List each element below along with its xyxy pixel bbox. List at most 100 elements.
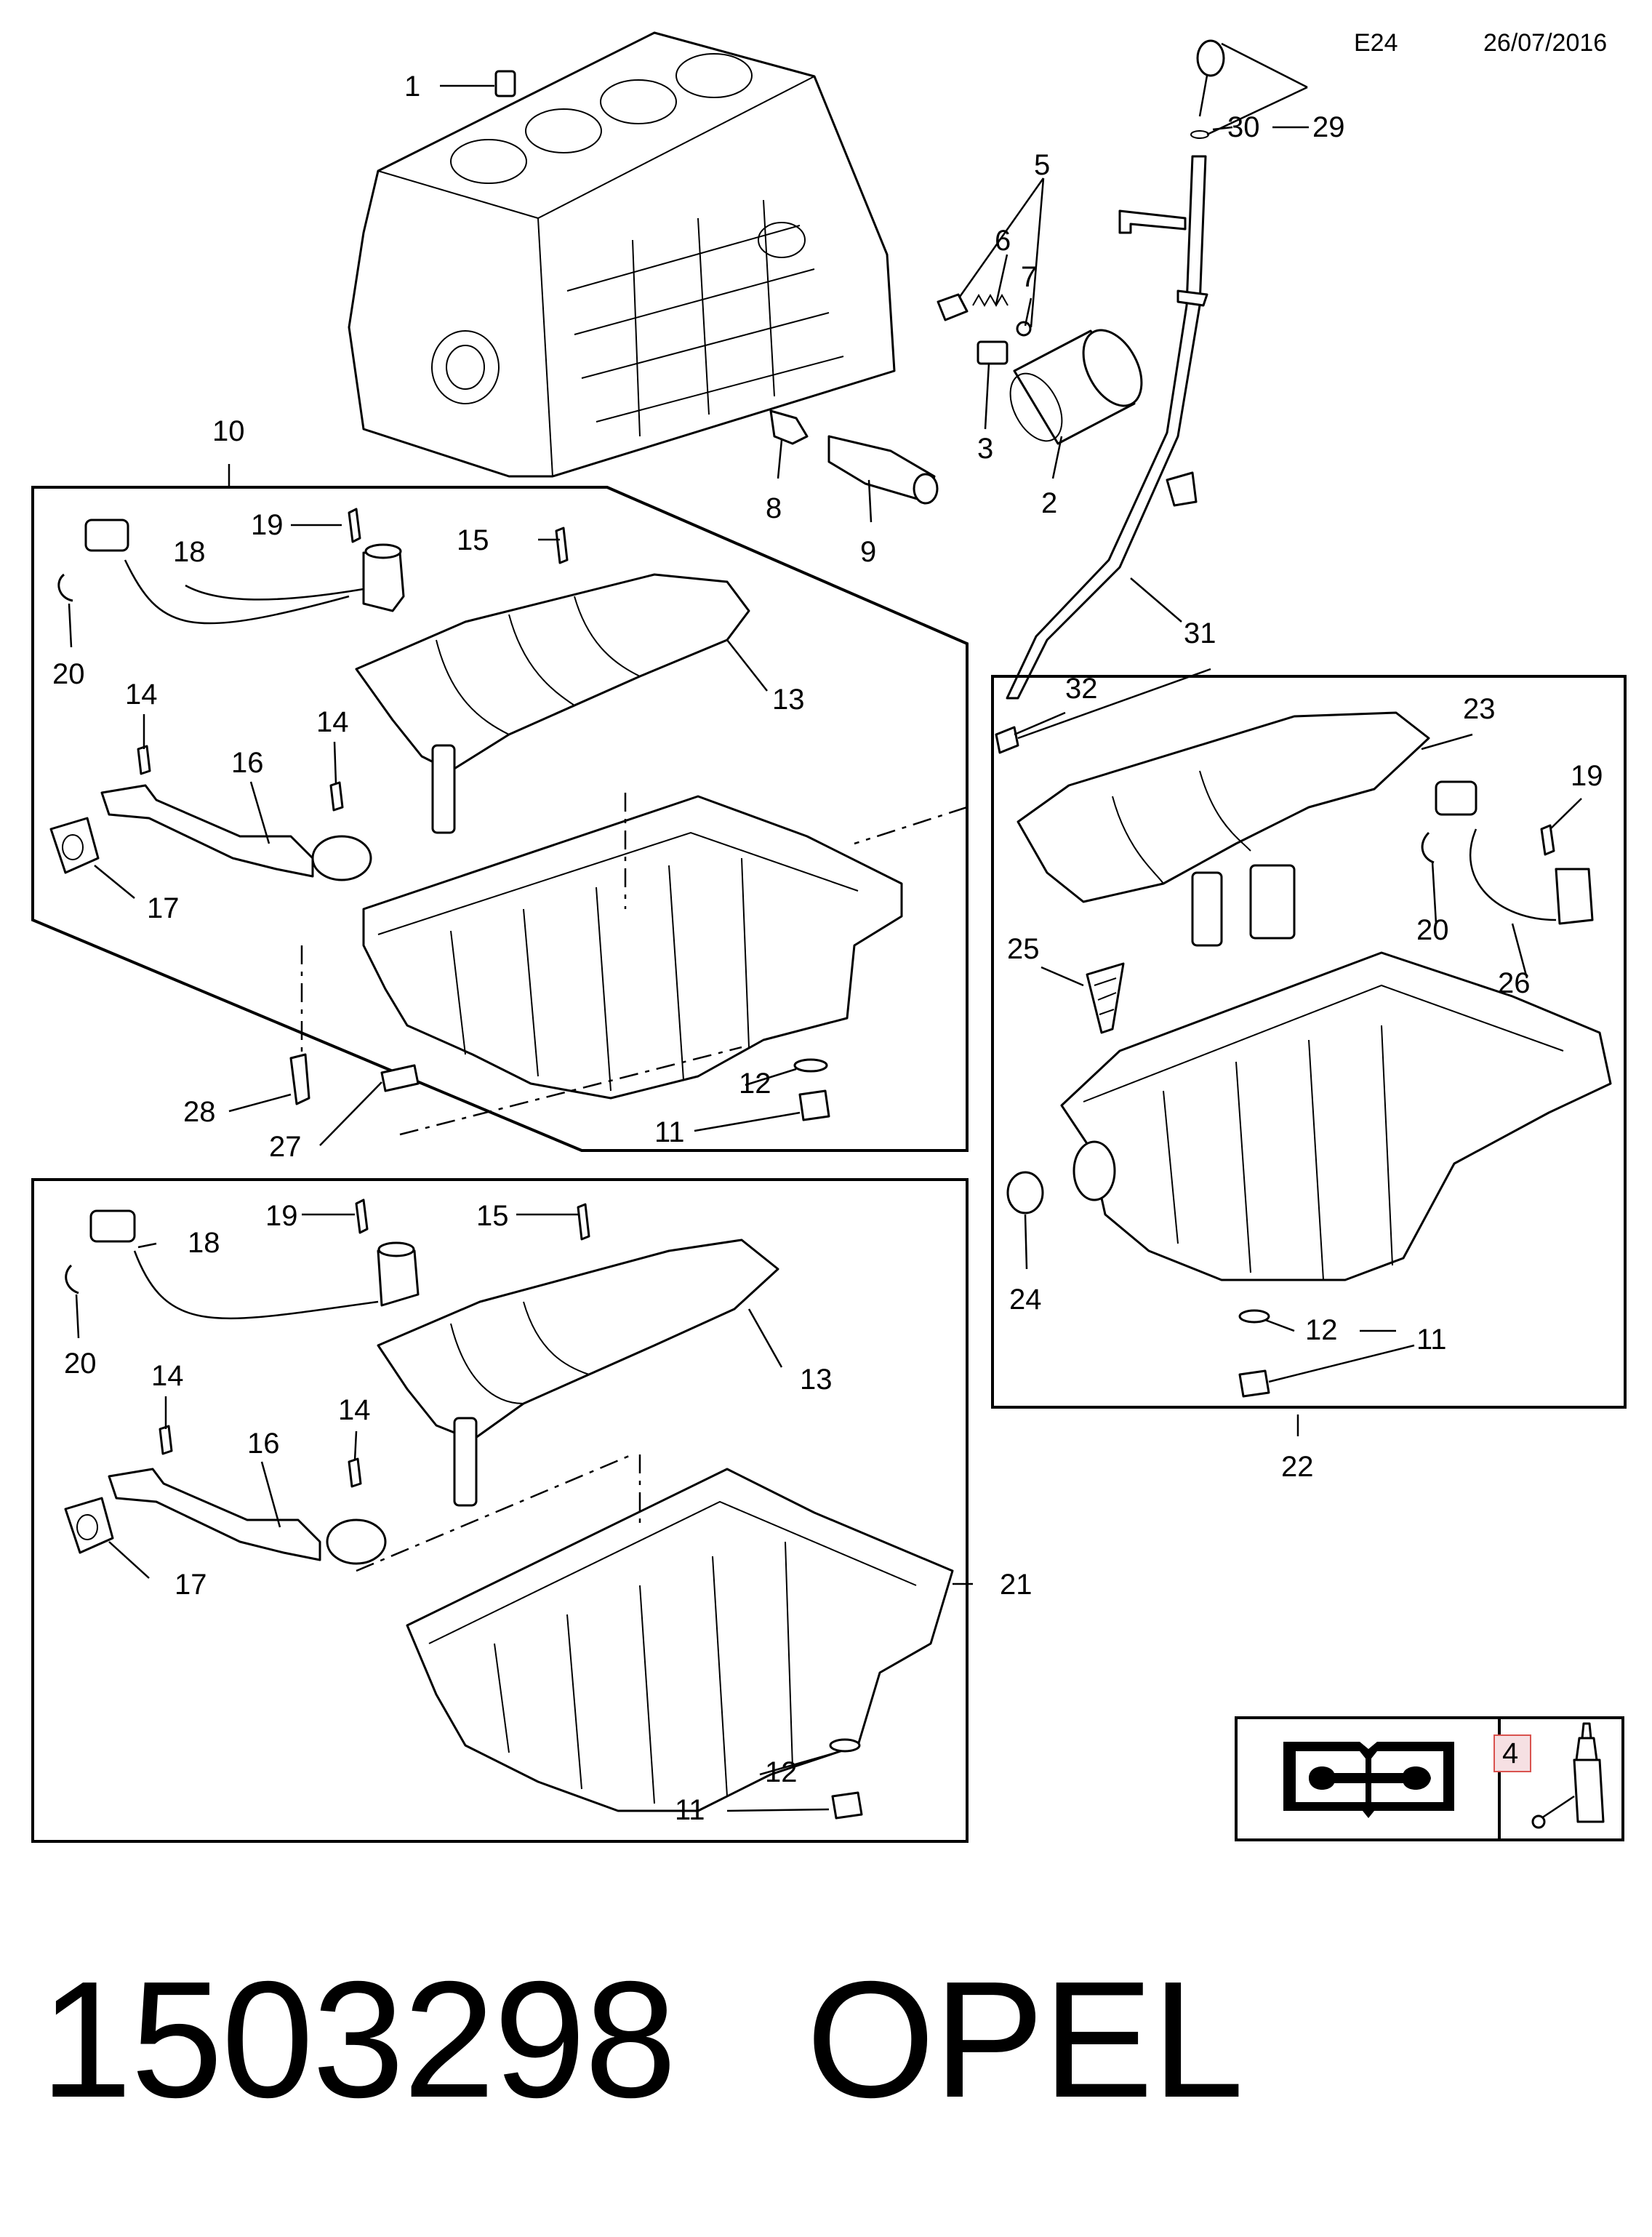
callout-11-a: 11 [654,1116,685,1148]
part-number-footer: 1503298 OPEL [40,1948,1244,2132]
oil-pan-assembly-21[interactable] [406,1468,954,1812]
callout-20-a: 20 [52,658,85,690]
oil-level-sensor-10[interactable] [84,519,405,625]
oil-strainer-25[interactable] [1086,962,1125,1034]
oil-dipstick[interactable] [1190,39,1225,139]
oil-pickup-tube-16b[interactable] [108,1468,387,1565]
callout-17-a: 17 [147,892,180,924]
drain-plug-11c[interactable] [831,1791,863,1820]
part-number: 1503298 [40,1948,677,2132]
dipstick-tube-seal[interactable] [995,726,1019,754]
repair-manual-icon[interactable] [1283,1742,1454,1818]
callout-3: 3 [977,433,993,465]
gasket-17[interactable] [49,817,100,874]
oil-pressure-switch[interactable] [769,409,809,445]
bolt-14b[interactable] [329,781,344,812]
oil-filter-adapter-bolt[interactable] [937,293,969,321]
oil-dipstick-tube[interactable] [1006,155,1208,700]
bolt-28[interactable] [289,1053,310,1105]
callout-16-a: 16 [231,747,264,779]
drain-plug-11b[interactable] [1238,1369,1270,1398]
oil-level-sensor-22[interactable] [1435,780,1594,925]
callout-12-c: 12 [765,1756,798,1788]
callout-12-a: 12 [739,1068,771,1100]
callout-30: 30 [1227,111,1260,143]
callout-13-c: 13 [800,1364,833,1396]
bolt-15[interactable] [555,527,569,564]
bolt-27[interactable] [380,1064,420,1092]
engine-block[interactable] [348,31,896,478]
oil-pan-assembly-10[interactable] [362,795,903,1100]
bolt-19c[interactable] [355,1198,369,1234]
oil-pickup-tube-16[interactable] [100,784,372,881]
assembly-box-10 [31,486,969,1152]
callout-16-c: 16 [247,1428,280,1460]
callout-15-a: 15 [457,524,489,556]
callout-11-b: 11 [1416,1324,1447,1356]
sealant-tube-icon[interactable] [1531,1722,1605,1829]
oil-filter[interactable] [1000,321,1153,450]
callout-21: 21 [1000,1569,1032,1601]
callout-28: 28 [183,1096,216,1128]
diagram-code: E24 [1354,29,1398,57]
retaining-clip-20c[interactable] [65,1264,79,1294]
retaining-clip-20[interactable] [57,573,73,602]
oil-pan-baffle-13b[interactable] [377,1238,779,1507]
oil-filter-nipple[interactable] [977,340,1009,365]
callout-20-b: 20 [1416,914,1449,946]
callout-31: 31 [1184,617,1216,649]
engine-block-plug[interactable] [494,70,516,97]
callout-12-b: 12 [1305,1314,1338,1346]
bolt-14c[interactable] [159,1425,173,1455]
washer-12c[interactable] [829,1738,861,1753]
diagram-date: 26/07/2016 [1483,29,1607,57]
brand-name: OPEL [806,1948,1244,2132]
callout-18-c: 18 [188,1227,220,1259]
callout-8: 8 [766,492,782,524]
dipstick-o-ring-30 [1190,130,1209,139]
washer-12[interactable] [793,1058,828,1073]
drain-plug-11[interactable] [798,1089,830,1121]
callout-10: 10 [212,415,245,447]
callout-20-c: 20 [64,1348,97,1380]
legend-box: 4 [1235,1716,1624,1841]
callout-25: 25 [1007,933,1040,965]
leader-lines [68,42,1582,1812]
callout-26: 26 [1498,967,1531,999]
callout-27: 27 [269,1131,302,1163]
callout-19-c: 19 [265,1200,298,1232]
callout-29: 29 [1312,111,1345,143]
bolt-14d[interactable] [348,1457,362,1488]
bolt-15b[interactable] [577,1203,590,1241]
bolt-19[interactable] [348,508,361,543]
oil-pan-assembly-22[interactable] [1060,951,1612,1281]
callout-9: 9 [860,536,876,568]
callout-14-a: 14 [125,679,158,711]
retaining-clip-20b[interactable] [1421,831,1435,864]
callout-2: 2 [1041,487,1057,519]
o-ring-7[interactable] [1016,321,1032,337]
callout-19-a: 19 [251,509,284,541]
oil-pressure-valve-spring[interactable] [972,293,1009,308]
oil-pan-baffle-13[interactable] [355,573,750,834]
plug-seal-24[interactable] [1006,1171,1044,1214]
callout-7: 7 [1021,261,1037,293]
bolt-19b[interactable] [1540,824,1555,856]
oil-pan-baffle-23[interactable] [1017,711,1430,947]
callout-24: 24 [1009,1284,1042,1316]
callout-6: 6 [995,225,1011,257]
oil-level-sensor-21[interactable] [89,1209,420,1320]
callout-14-c: 14 [151,1360,184,1392]
washer-12b[interactable] [1238,1309,1270,1324]
callout-23: 23 [1463,693,1496,725]
callout-32: 32 [1065,673,1098,705]
intermediate-shaft-sleeve[interactable] [827,435,939,505]
callout-14-b: 14 [316,706,349,738]
callout-18-a: 18 [173,536,206,568]
bolt-14a[interactable] [137,745,151,775]
gasket-17b[interactable] [64,1497,114,1554]
callout-17-c: 17 [175,1569,207,1601]
assembly-box-21 [31,1178,969,1843]
callout-15-c: 15 [476,1200,509,1232]
